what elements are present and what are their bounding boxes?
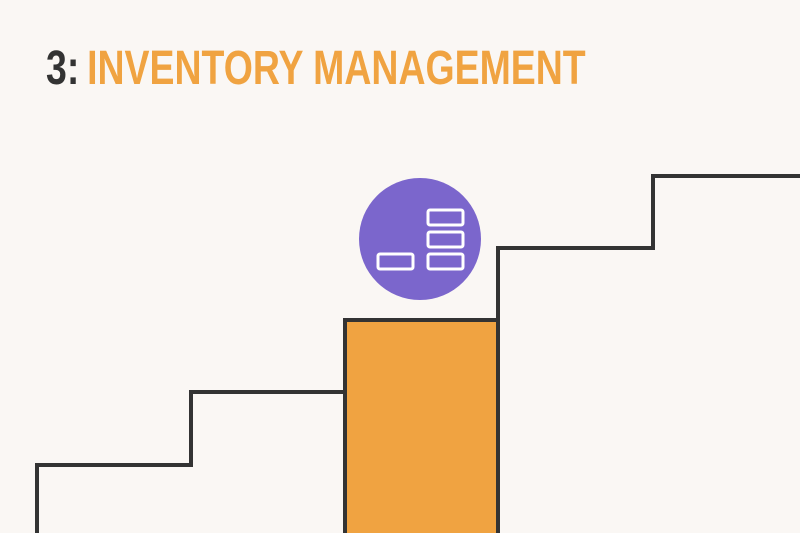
step-number: 3: bbox=[46, 42, 80, 95]
box-bottom-right bbox=[426, 252, 465, 271]
box-top bbox=[426, 208, 465, 227]
inventory-boxes-icon bbox=[359, 178, 481, 300]
staircase-outline bbox=[35, 174, 800, 533]
page-heading: 3:INVENTORY MANAGEMENT bbox=[46, 38, 586, 100]
highlighted-step bbox=[343, 318, 500, 533]
heading-title: INVENTORY MANAGEMENT bbox=[87, 42, 586, 95]
box-bottom-left bbox=[376, 252, 415, 271]
box-middle bbox=[426, 230, 465, 249]
